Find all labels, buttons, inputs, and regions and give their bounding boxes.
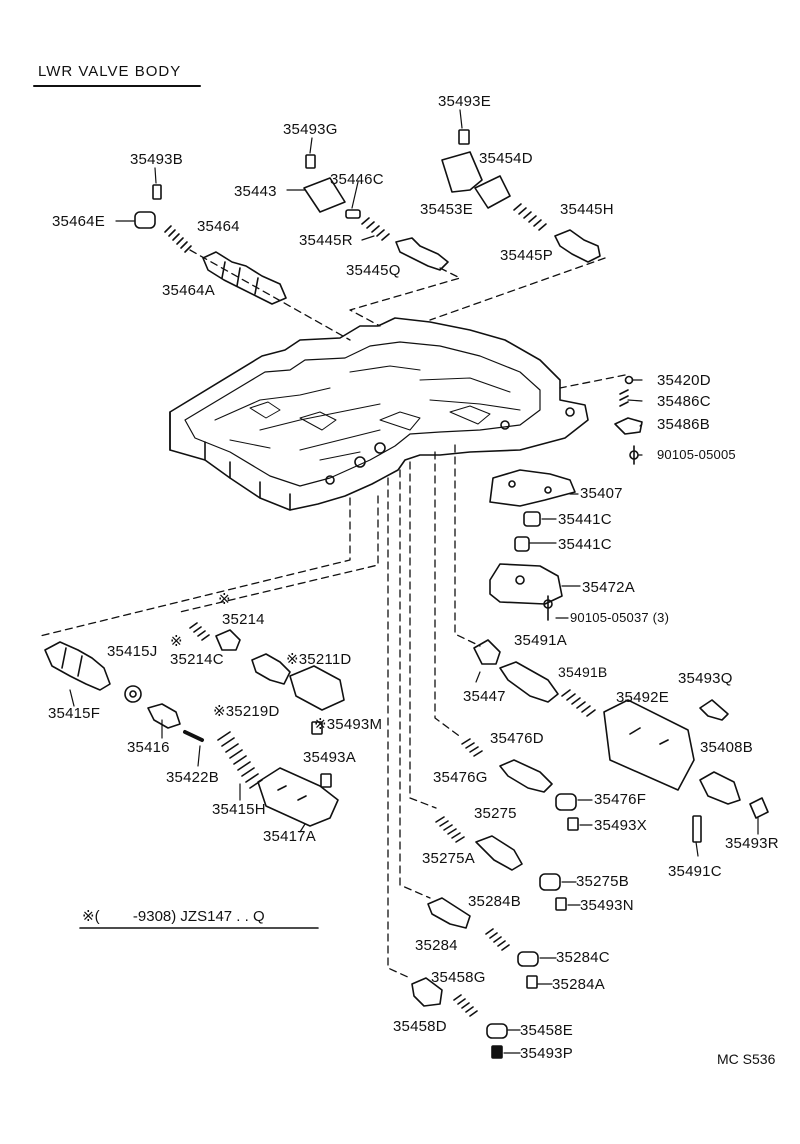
- part-label[interactable]: 35445H: [560, 201, 614, 218]
- part-label[interactable]: ※35219D: [213, 703, 280, 720]
- part-label[interactable]: 35415H: [212, 801, 266, 818]
- part-label[interactable]: 35445R: [299, 232, 353, 249]
- part-label[interactable]: 35408B: [700, 739, 753, 756]
- lower-right-spool-group: [411, 639, 769, 1059]
- part-label[interactable]: 35415J: [107, 643, 158, 660]
- part-label[interactable]: 35464: [197, 218, 240, 235]
- part-label[interactable]: 35464A: [162, 282, 215, 299]
- part-label[interactable]: 35214C: [170, 651, 224, 668]
- part-label[interactable]: 35284: [415, 937, 458, 954]
- part-label[interactable]: 35493X: [594, 817, 647, 834]
- part-label[interactable]: 35445P: [500, 247, 553, 264]
- part-label[interactable]: 35441C: [558, 511, 612, 528]
- part-label[interactable]: 35417A: [263, 828, 316, 845]
- diagram-code: MC S536: [717, 1051, 776, 1067]
- left-spool-group: [44, 622, 345, 827]
- part-label[interactable]: 35472A: [582, 579, 635, 596]
- part-label[interactable]: 35493B: [130, 151, 183, 168]
- part-label[interactable]: 35458G: [431, 969, 486, 986]
- part-label[interactable]: 35492E: [616, 689, 669, 706]
- part-label[interactable]: 35422B: [166, 769, 219, 786]
- part-label[interactable]: 35493G: [283, 121, 338, 138]
- footnote-mark: ※: [170, 633, 183, 650]
- part-label[interactable]: 35415F: [48, 705, 101, 722]
- valve-body-plate: [169, 317, 589, 511]
- part-label[interactable]: 35407: [580, 485, 623, 502]
- part-label[interactable]: 35476F: [594, 791, 647, 808]
- part-label[interactable]: 35275: [474, 805, 517, 822]
- part-label[interactable]: 35464E: [52, 213, 105, 230]
- assembly-leader-lines: [39, 249, 626, 979]
- part-label[interactable]: 35493A: [303, 749, 356, 766]
- part-label[interactable]: 35476G: [433, 769, 488, 786]
- part-label[interactable]: 35284C: [556, 949, 610, 966]
- part-label[interactable]: 35275A: [422, 850, 475, 867]
- part-label[interactable]: 35493Q: [678, 670, 733, 687]
- part-label[interactable]: 35416: [127, 739, 170, 756]
- part-label[interactable]: 35420D: [657, 372, 711, 389]
- part-label[interactable]: 35493N: [580, 897, 634, 914]
- part-label[interactable]: 35454D: [479, 150, 533, 167]
- part-label[interactable]: 35443: [234, 183, 277, 200]
- part-label[interactable]: 90105-05005: [657, 447, 736, 462]
- upper-left-valve-group: [134, 129, 601, 305]
- part-label[interactable]: 35493R: [725, 835, 779, 852]
- part-label[interactable]: ※35211D: [286, 651, 352, 668]
- part-label[interactable]: 35491C: [668, 863, 722, 880]
- part-label[interactable]: 35445Q: [346, 262, 401, 279]
- part-label[interactable]: 35491A: [514, 632, 567, 649]
- diagram-title: LWR VALVE BODY: [38, 63, 182, 80]
- part-label[interactable]: 35275B: [576, 873, 629, 890]
- label-leader-lines: [69, 109, 759, 1054]
- part-label[interactable]: 35476D: [490, 730, 544, 747]
- part-label[interactable]: 35458E: [520, 1022, 573, 1039]
- part-label[interactable]: 35493E: [438, 93, 491, 110]
- part-label[interactable]: 35214: [222, 611, 265, 628]
- part-label[interactable]: 35446C: [330, 171, 384, 188]
- footnote: ※( -9308) JZS147 . . Q: [82, 908, 265, 925]
- part-label[interactable]: 35284A: [552, 976, 605, 993]
- part-label[interactable]: 35441C: [558, 536, 612, 553]
- part-label[interactable]: 35493P: [520, 1045, 573, 1062]
- part-label[interactable]: 90105-05037 (3): [570, 610, 670, 625]
- part-label[interactable]: 35458D: [393, 1018, 447, 1035]
- part-label[interactable]: 35447: [463, 688, 506, 705]
- part-label[interactable]: ※35493M: [314, 716, 383, 733]
- part-label[interactable]: 35491B: [558, 664, 608, 680]
- part-label[interactable]: 35486C: [657, 393, 711, 410]
- part-label[interactable]: 35486B: [657, 416, 710, 433]
- right-hardware-group: [489, 375, 643, 621]
- part-label[interactable]: 35453E: [420, 201, 473, 218]
- part-label[interactable]: 35284B: [468, 893, 521, 910]
- footnote-mark: ※: [218, 591, 231, 608]
